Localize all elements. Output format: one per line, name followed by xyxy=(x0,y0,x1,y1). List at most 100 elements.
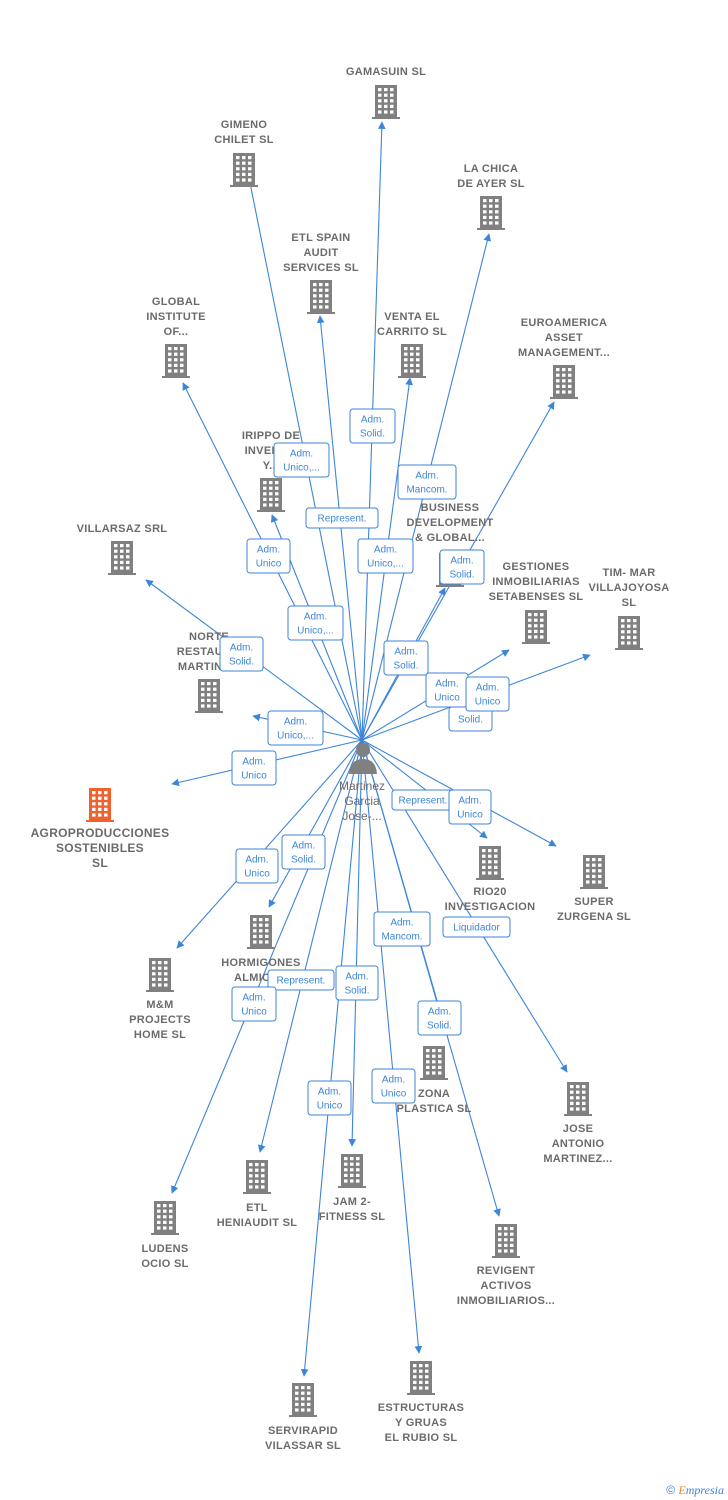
footer-brand[interactable]: © Empresia xyxy=(666,1483,724,1498)
company-node-gamasuin[interactable]: GAMASUIN SL xyxy=(346,66,426,119)
copyright-symbol: © xyxy=(666,1483,676,1497)
relation-label[interactable]: Adm.Unico xyxy=(235,848,279,884)
company-node-jam2[interactable]: JAM 2-FITNESS SL xyxy=(319,1154,386,1223)
relation-text: Adm. xyxy=(290,449,313,460)
relation-text: Adm. xyxy=(382,1075,405,1086)
company-label: INMOBILIARIAS xyxy=(492,576,580,588)
relation-label[interactable]: Adm.Solid. xyxy=(417,1000,462,1036)
company-label: JOSE xyxy=(563,1123,594,1135)
relation-label[interactable]: Adm. Unico xyxy=(231,750,277,786)
relation-label[interactable]: Adm.Unico,... xyxy=(287,605,344,641)
relation-label[interactable]: Adm.Solid. xyxy=(281,834,326,870)
person-node[interactable]: MartinezGarciaJose-... xyxy=(339,743,385,823)
relation-text: Solid. xyxy=(344,986,369,997)
relation-label[interactable]: Adm.Unico xyxy=(465,676,510,712)
company-label: VILLAJOYOSA xyxy=(589,582,670,594)
relation-text: Unico xyxy=(256,559,282,570)
relation-label[interactable]: Adm.Solid. xyxy=(383,640,429,676)
company-label: ACTIVOS xyxy=(481,1280,532,1292)
relation-label[interactable]: Adm.Unico xyxy=(246,538,291,574)
relation-label[interactable]: Adm.Unico xyxy=(231,986,277,1022)
relation-text: Solid. xyxy=(229,657,254,668)
company-label: GESTIONES xyxy=(503,561,570,573)
building-icon xyxy=(522,610,550,644)
relation-label[interactable]: Adm.Solid. xyxy=(335,965,379,1001)
relation-text: Unico xyxy=(381,1089,407,1100)
company-label: ESTRUCTURAS xyxy=(378,1402,464,1414)
company-label: JAM 2- xyxy=(333,1196,371,1208)
relation-text: Adm. xyxy=(318,1087,341,1098)
building-icon xyxy=(580,855,608,889)
building-icon xyxy=(86,788,114,822)
company-node-euroamerica[interactable]: EUROAMERICAASSETMANAGEMENT... xyxy=(518,317,610,399)
building-icon xyxy=(615,616,643,650)
relation-label[interactable]: Adm.Mancom. xyxy=(373,911,431,947)
relation-text: Unico xyxy=(434,693,460,704)
relation-label[interactable]: Adm.Solid. xyxy=(439,549,485,585)
relation-label[interactable]: Liquidador xyxy=(442,916,511,938)
building-icon xyxy=(550,365,578,399)
building-icon xyxy=(230,153,258,187)
company-label: SL xyxy=(622,597,637,609)
edge-etlheni xyxy=(257,739,363,1153)
company-label: & GLOBAL... xyxy=(415,532,485,544)
relation-label[interactable]: Adm.Unico,... xyxy=(273,442,330,478)
relation-label[interactable]: Adm.Mancom. xyxy=(397,464,457,500)
brand-name: mpresia xyxy=(685,1483,724,1497)
relation-text: Represent. xyxy=(318,514,367,525)
company-node-gestiones[interactable]: GESTIONES INMOBILIARIAS SETABENSES SL xyxy=(489,561,584,644)
company-node-jose[interactable]: JOSEANTONIOMARTINEZ... xyxy=(543,1082,612,1165)
relation-text: Represent. xyxy=(277,976,326,987)
relation-text: Adm. xyxy=(284,717,307,728)
relation-label[interactable]: Represent. xyxy=(305,507,379,529)
relation-label[interactable]: Adm.Unico,... xyxy=(267,710,324,746)
company-node-rio20[interactable]: RIO20INVESTIGACION...LO... xyxy=(445,846,536,928)
company-node-irippo[interactable]: IRIPPO DEINVERS...Y... xyxy=(242,430,300,512)
company-label: SUPER xyxy=(574,896,613,908)
company-label: LA CHICA xyxy=(464,163,519,175)
building-icon xyxy=(407,1361,435,1395)
building-icon xyxy=(257,478,285,512)
company-label: REVIGENT xyxy=(477,1265,536,1277)
relation-label[interactable]: Adm.Solid. xyxy=(349,408,396,444)
company-label: ETL SPAIN xyxy=(291,232,350,244)
company-label: SETABENSES SL xyxy=(489,591,584,603)
person-label: Garcia xyxy=(344,794,380,808)
relation-label[interactable]: Adm.Unico xyxy=(307,1080,352,1116)
relation-label[interactable]: Represent. xyxy=(267,969,335,991)
relation-text: Adm. xyxy=(242,757,265,768)
company-label: AGROPRODUCCIONES xyxy=(31,826,170,840)
company-label: ASSET xyxy=(545,332,583,344)
company-label: DE AYER SL xyxy=(457,178,525,190)
relation-text: Liquidador xyxy=(453,923,500,934)
relation-text: Unico xyxy=(241,771,267,782)
edge-hormigones xyxy=(268,739,363,908)
relation-text: Adm. xyxy=(415,471,438,482)
company-label: NORTE xyxy=(189,631,229,643)
relation-label[interactable]: Represent. xyxy=(391,789,455,811)
company-node-global[interactable]: GLOBALINSTITUTEOF... xyxy=(146,296,206,378)
company-label: ANTONIO xyxy=(552,1138,605,1150)
relation-text: Mancom. xyxy=(381,932,422,943)
relation-label[interactable]: Adm.Unico xyxy=(448,789,492,825)
relation-label[interactable]: Adm.Unico,... xyxy=(357,538,414,574)
company-node-villarsaz[interactable]: VILLARSAZ SRL xyxy=(77,523,168,575)
relation-label[interactable]: Adm. Unico xyxy=(371,1068,416,1104)
company-node-revigent[interactable]: REVIGENTACTIVOSINMOBILIARIOS... xyxy=(457,1224,555,1307)
company-node-lachica[interactable]: LA CHICA DE AYER SL xyxy=(457,163,525,230)
relation-label[interactable]: Adm.Unico xyxy=(425,672,469,708)
company-label: EL RUBIO SL xyxy=(385,1432,458,1444)
relation-label[interactable]: Adm.Solid. xyxy=(219,636,264,672)
